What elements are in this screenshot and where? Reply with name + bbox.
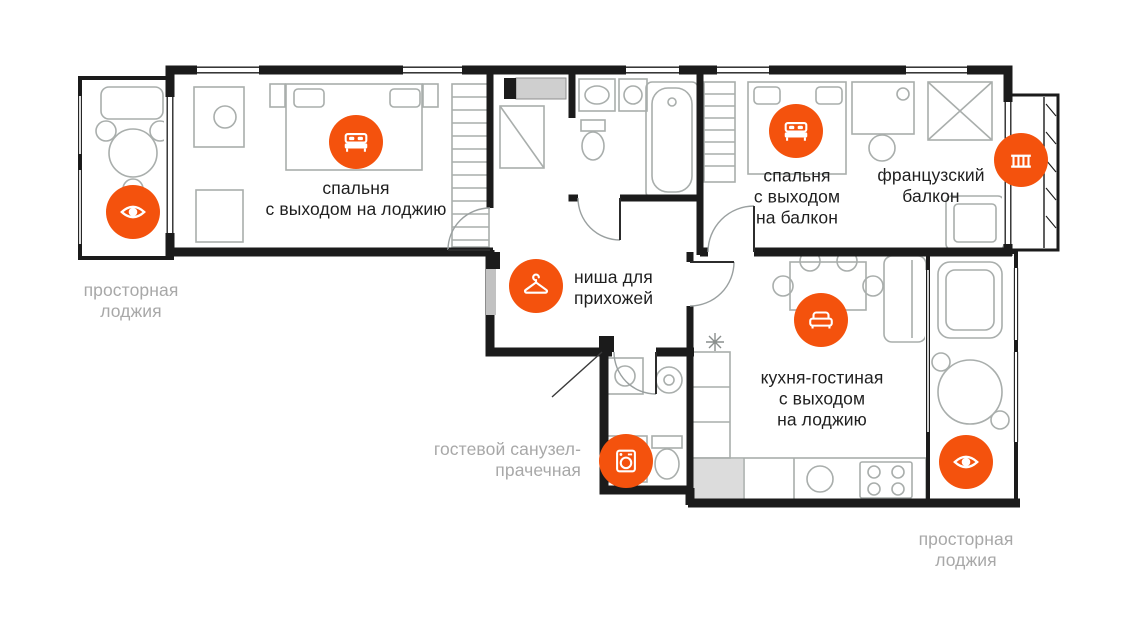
sofa-icon [809,311,833,329]
washing-machine-icon [616,449,636,473]
badge-bedroom-loggia[interactable] [329,115,383,169]
bed-icon [344,133,368,152]
room-label-kitchen-living: кухня-гостиная с выходом на лоджию [760,367,884,430]
entrance-mat [515,77,567,100]
badge-french-balcony[interactable] [994,133,1048,187]
badge-hallway-niche[interactable] [509,259,563,313]
room-label-loggia-left: просторная лоджия [83,280,179,321]
badge-guest-bathroom[interactable] [599,434,653,488]
badge-loggia-right-view[interactable] [939,435,993,489]
label-pointer-line [551,351,603,398]
plan-details [486,77,724,398]
eye-icon [953,455,979,469]
room-label-loggia-right: просторная лоджия [918,529,1014,570]
room-label-bedroom-with-balcony: спальня с выходом на балкон [753,165,841,228]
asterisk-symbol [706,333,724,351]
badge-loggia-left-view[interactable] [106,185,160,239]
eye-icon [120,205,146,219]
doors [447,197,755,395]
hanger-icon [524,273,548,294]
badge-bedroom-balcony[interactable] [769,104,823,158]
room-label-hallway-niche: ниша для прихожей [574,267,654,308]
balcony-railing-icon [1011,154,1031,168]
kitchen-counter-gray [693,459,743,499]
bed-icon [784,122,808,141]
room-label-bedroom-with-loggia: спальня с выходом на лоджию [265,178,447,219]
room-label-french-balcony: французский балкон [877,165,985,206]
room-label-guest-bathroom: гостевой санузел- прачечная [433,439,581,480]
entrance-door [504,78,516,99]
badge-kitchen-living[interactable] [794,293,848,347]
